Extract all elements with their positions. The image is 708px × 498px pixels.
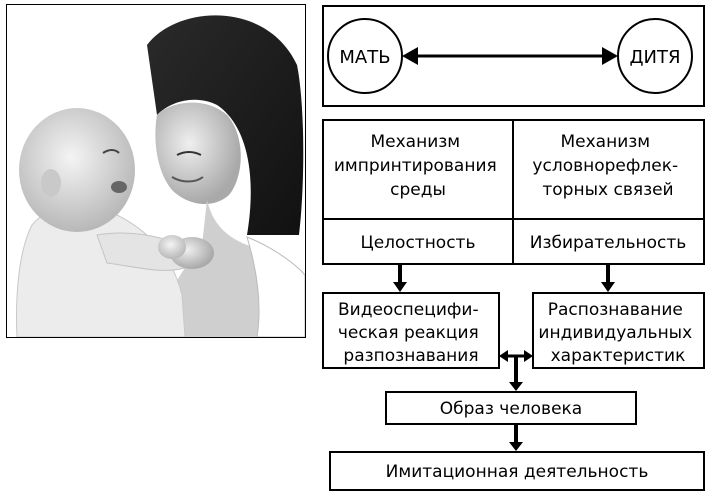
baby-head: [19, 108, 135, 232]
child-label: ДИТЯ: [629, 47, 680, 68]
species-specific-reaction-text: Видеоспецифи- ческая реакция разпознаван…: [338, 300, 484, 366]
mother-child-box: [322, 5, 705, 107]
individual-recognition-text: Распознавание индивидуальных характерист…: [538, 300, 697, 366]
imitation-activity-text: Имитационная деятельность: [386, 462, 649, 482]
arrow-right-icon: [602, 47, 618, 65]
imitation-activity-box: [329, 451, 705, 491]
arrow-right-icon: [524, 350, 533, 362]
mother-baby-photo: [6, 4, 306, 338]
conditioned-reflex-mechanism-title: Механизм условнорефлек- торных связей: [532, 132, 683, 200]
arrow-down-icon: [509, 382, 523, 391]
species-specific-reaction-box: [322, 292, 500, 369]
arrow-down-icon: [393, 282, 407, 292]
arrow-left-icon: [402, 47, 418, 65]
person-image-text: Образ человека: [440, 399, 582, 419]
mother-label: МАТЬ: [339, 47, 390, 68]
individual-recognition-box: [532, 292, 705, 369]
arrow-left-icon: [499, 350, 508, 362]
person-image-box: [385, 391, 637, 425]
integrity-label: Целостность: [361, 233, 476, 253]
selectivity-label: Избирательность: [530, 233, 687, 253]
imprinting-mechanism-title: Механизм импринтирования среды: [334, 132, 502, 200]
mother-hair: [147, 15, 304, 235]
arrow-down-icon: [601, 282, 615, 292]
photo-illustration: [7, 5, 305, 337]
arrow-down-icon: [509, 442, 523, 451]
